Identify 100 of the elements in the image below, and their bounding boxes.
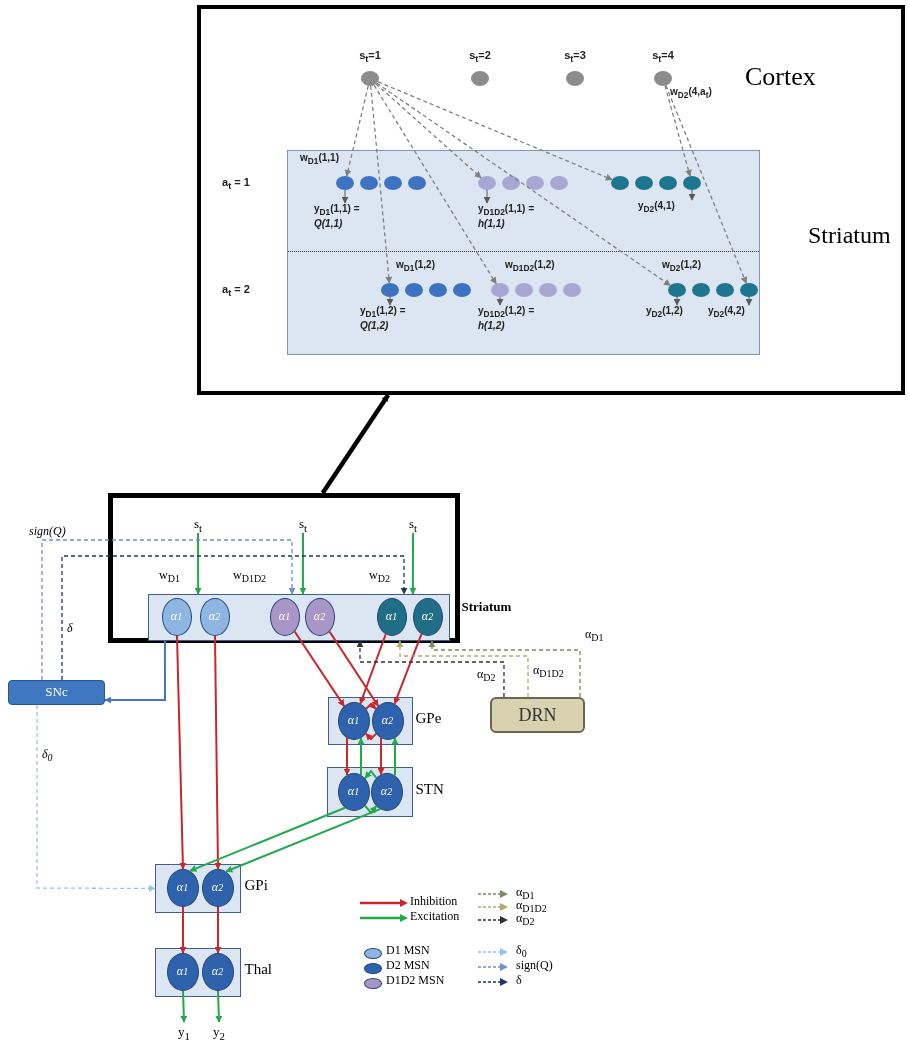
signal-label: s$_{t}$ bbox=[293, 514, 313, 533]
annotation-label: w$_{D1}$(1,1) bbox=[300, 152, 340, 167]
output-label: y$_{D2}$(1,2) bbox=[646, 305, 702, 318]
arrow bbox=[393, 633, 423, 705]
region-label: SNc bbox=[44, 683, 69, 702]
neuron-ellipse bbox=[201, 952, 234, 991]
neuron-ellipse bbox=[337, 772, 370, 811]
nucleus-box bbox=[490, 697, 585, 733]
arrow bbox=[104, 640, 166, 704]
arrow bbox=[61, 555, 408, 681]
arrow bbox=[496, 296, 504, 306]
arrow bbox=[357, 737, 365, 776]
output-label: y$_{D2}$(4,2) bbox=[708, 305, 762, 318]
neuron-dot bbox=[384, 176, 402, 190]
neuron-ellipse bbox=[201, 868, 234, 907]
arrow bbox=[688, 189, 696, 201]
neuron-ellipse bbox=[304, 597, 335, 636]
arrow bbox=[664, 85, 692, 177]
neuron-dot bbox=[515, 283, 533, 297]
arrow bbox=[673, 296, 681, 306]
neuron-dot bbox=[408, 176, 426, 190]
arrow bbox=[41, 539, 296, 681]
signal-label: y$_{2}$ bbox=[209, 1022, 229, 1042]
neuron-ellipse bbox=[376, 597, 407, 636]
legend-label: δ$_{0}$ bbox=[516, 944, 527, 960]
neuron-dot bbox=[478, 176, 496, 190]
neuron-dot bbox=[502, 176, 520, 190]
arrow bbox=[215, 990, 223, 1023]
neuron-dot bbox=[453, 283, 471, 297]
neuron-ellipse bbox=[166, 868, 199, 907]
region-label: GPe bbox=[415, 709, 442, 727]
arrow bbox=[179, 906, 187, 954]
arrow bbox=[386, 296, 394, 306]
neuron-ellipse bbox=[412, 597, 443, 636]
annotation-label: w$_{D1D2}$(1,2) bbox=[505, 259, 556, 274]
region-label: Thal bbox=[244, 960, 272, 978]
arrow bbox=[409, 532, 417, 595]
neuron-dot bbox=[360, 176, 378, 190]
arrow bbox=[356, 640, 505, 698]
output-label: y$_{D1}$(1,2) = Q(1,2) bbox=[360, 305, 422, 331]
row-label: a$_{t}$ = 1 bbox=[222, 176, 250, 192]
neuron-dot bbox=[659, 176, 677, 190]
arrow bbox=[665, 84, 748, 284]
arrow bbox=[343, 737, 351, 776]
region-label: Striatum bbox=[461, 599, 512, 615]
legend-label: δ bbox=[516, 974, 522, 988]
arrow bbox=[364, 804, 378, 815]
arrow bbox=[359, 633, 387, 705]
neuron-ellipse bbox=[371, 701, 404, 740]
neuron-ellipse bbox=[161, 597, 192, 636]
legend-label: α$_{D1}$ bbox=[516, 886, 535, 902]
arrow bbox=[214, 635, 222, 870]
neuron-dot bbox=[405, 283, 423, 297]
neuron-ellipse bbox=[166, 952, 199, 991]
arrow bbox=[341, 189, 349, 204]
legend-label: D1D2 MSN bbox=[386, 974, 445, 988]
legend-label: α$_{D1D2}$ bbox=[516, 899, 547, 915]
neuron-dot bbox=[716, 283, 734, 297]
arrow bbox=[745, 296, 753, 306]
state-label: s$_{t}$=2 bbox=[468, 49, 492, 65]
region-label: GPi bbox=[244, 876, 268, 894]
output-label: y$_{D1}$(1,1) = Q(1,1) bbox=[314, 203, 376, 229]
arrow bbox=[365, 701, 377, 710]
neuron-dot bbox=[429, 283, 447, 297]
output-label: y$_{D1D2}$(1,2) = h(1,2) bbox=[478, 305, 556, 331]
arrow bbox=[376, 82, 671, 286]
neuron-dot bbox=[740, 283, 758, 297]
state-label: s$_{t}$=3 bbox=[563, 49, 587, 65]
legend-label: α$_{D2}$ bbox=[516, 912, 535, 928]
row-label: a$_{t}$ = 2 bbox=[222, 283, 250, 299]
legend-label: sign(Q) bbox=[516, 959, 553, 973]
nucleus-box bbox=[8, 680, 105, 705]
neuron-dot bbox=[539, 283, 557, 297]
annotation-label: w$_{D2}$(4,a$_{t}$) bbox=[670, 86, 713, 101]
legend-label: D1 MSN bbox=[386, 944, 430, 958]
neuron-ellipse bbox=[269, 597, 300, 636]
arrow bbox=[293, 630, 346, 708]
signal-label: s$_{t}$ bbox=[188, 514, 208, 533]
arrow bbox=[373, 84, 497, 285]
edge-label: sign(Q) bbox=[28, 525, 67, 539]
arrow bbox=[36, 704, 156, 892]
neuron-dot bbox=[526, 176, 544, 190]
arrow bbox=[377, 81, 613, 181]
annotation-label: w$_{D2}$(1,2) bbox=[662, 259, 702, 274]
legend-label: Inhibition bbox=[410, 895, 458, 909]
zoom-frame bbox=[197, 5, 905, 395]
arrow bbox=[483, 189, 491, 204]
output-label: y$_{D1D2}$(1,1) = h(1,1) bbox=[478, 203, 554, 229]
arrow bbox=[370, 85, 393, 284]
signal-label: y$_{1}$ bbox=[174, 1022, 194, 1042]
output-label: y$_{D2}$(4,1) bbox=[638, 200, 696, 213]
region-label: DRN bbox=[517, 703, 558, 727]
arrow bbox=[328, 630, 380, 707]
signal-label: s$_{t}$ bbox=[403, 514, 423, 533]
arrow bbox=[176, 635, 187, 870]
annotation-label: w$_{D1}$(1,2) bbox=[396, 259, 436, 274]
edge-label: δ$_{0}$ bbox=[41, 748, 54, 764]
neuron-dot bbox=[683, 176, 701, 190]
arrow bbox=[214, 906, 222, 954]
arrow bbox=[377, 737, 385, 776]
